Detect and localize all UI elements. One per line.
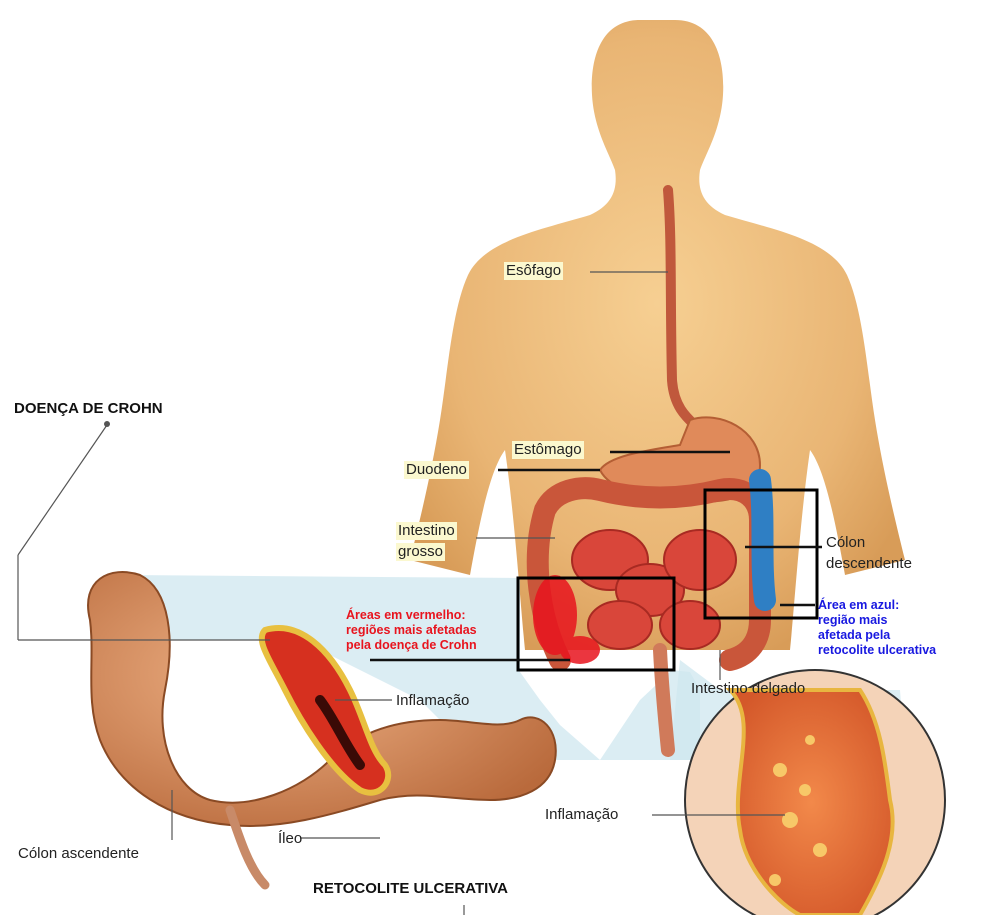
- label-duodeno: Duodeno: [404, 461, 469, 479]
- label-intestino-grosso-1: Intestino: [396, 522, 457, 540]
- crohn-title: DOENÇA DE CROHN: [14, 400, 163, 418]
- red-note-line-1: Áreas em vermelho:: [346, 608, 466, 623]
- blue-note-line-3: afetada pela: [818, 628, 890, 643]
- blue-note-line-1: Área em azul:: [818, 598, 899, 613]
- label-inflamacao-retocolite: Inflamação: [545, 806, 618, 824]
- red-note-line-3: pela doença de Crohn: [346, 638, 477, 653]
- rectum: [660, 650, 668, 750]
- label-colon-descendente-1: Cólon: [826, 534, 865, 552]
- label-ileo: Íleo: [278, 830, 302, 848]
- label-estomago: Estômago: [512, 441, 584, 459]
- label-intestino-grosso-2: grosso: [396, 543, 445, 561]
- label-intestino-delgado: Intestino delgado: [691, 680, 805, 698]
- label-colon-ascendente: Cólon ascendente: [18, 845, 139, 863]
- blue-note-line-2: região mais: [818, 613, 887, 628]
- blue-note-line-4: retocolite ulcerativa: [818, 643, 936, 658]
- label-colon-descendente-2: descendente: [826, 555, 912, 573]
- label-esofago: Esôfago: [504, 262, 563, 280]
- descending-colon-blue: [760, 480, 765, 600]
- red-note-line-2: regiões mais afetadas: [346, 623, 477, 638]
- label-inflamacao-crohn: Inflamação: [396, 692, 469, 710]
- retocolite-zoom-circle: [685, 670, 945, 915]
- crohn-title-pin: [104, 421, 110, 427]
- retocolite-title: RETOCOLITE ULCERATIVA: [313, 880, 508, 898]
